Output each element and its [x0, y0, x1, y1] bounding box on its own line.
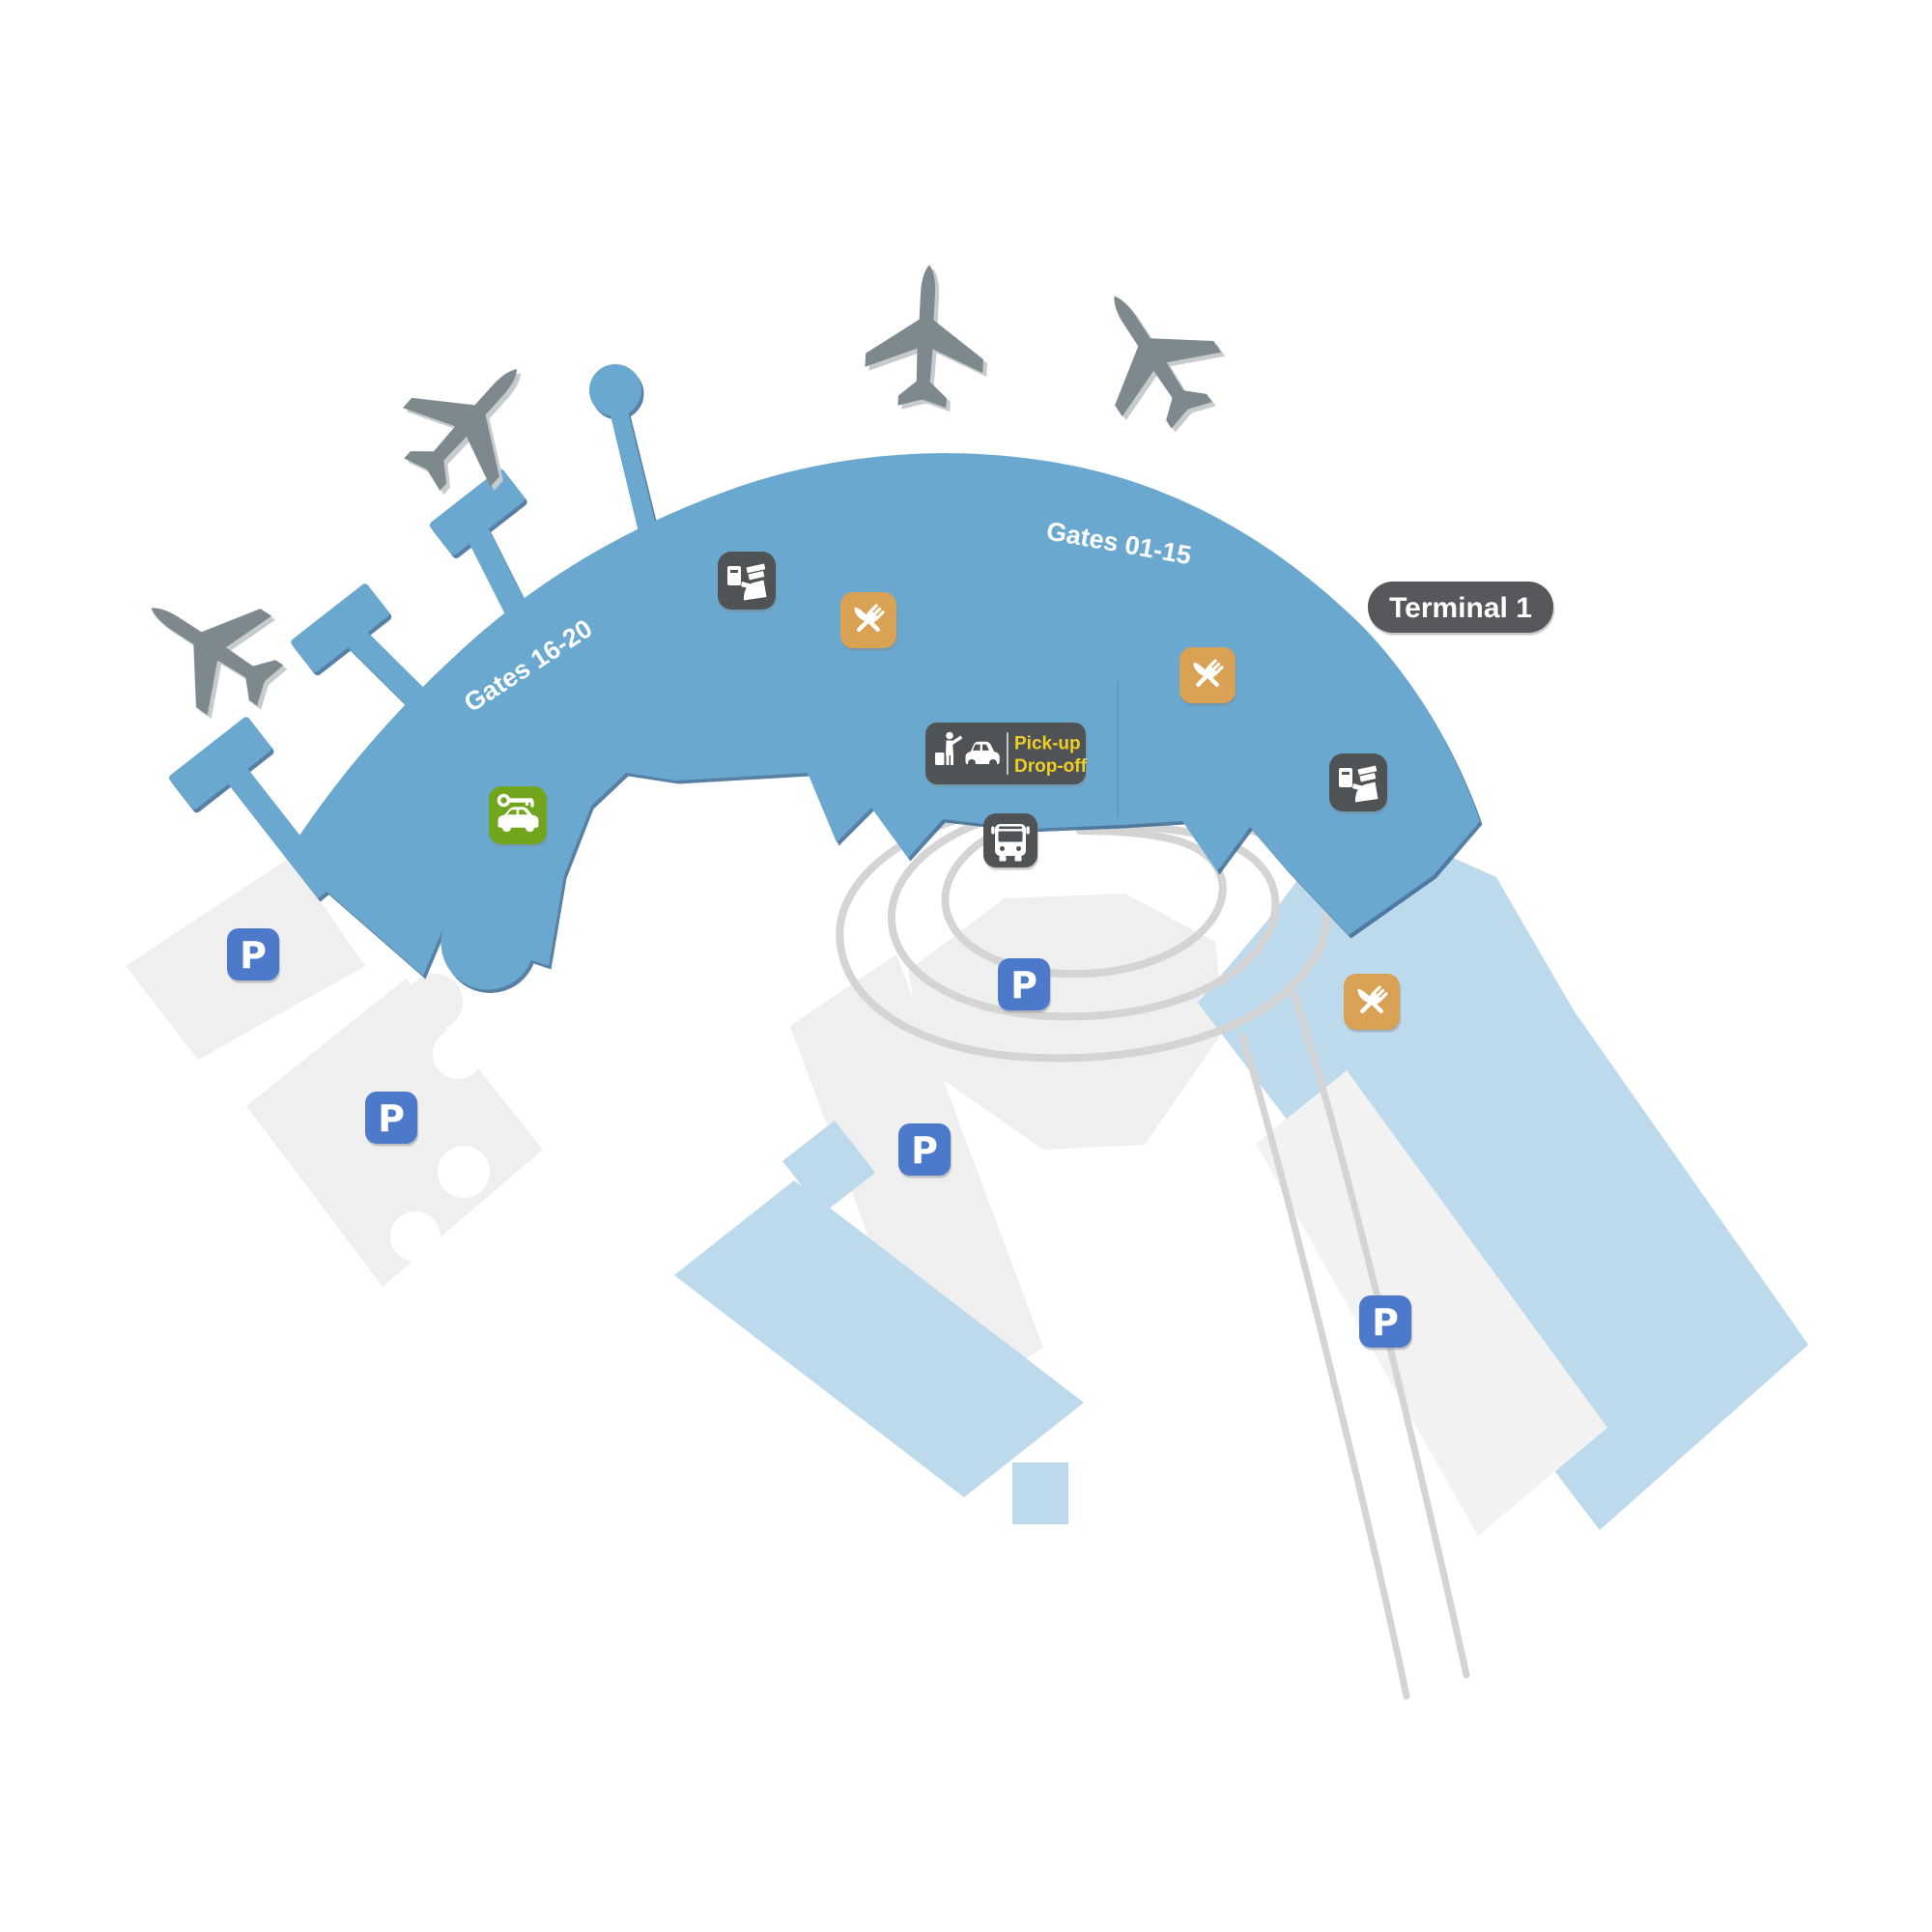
terminal-1-label: Terminal 1 — [1389, 592, 1532, 624]
car-rental-icon — [489, 786, 547, 844]
building — [782, 1121, 875, 1213]
taxi-pictogram — [935, 731, 1000, 767]
dropoff-label: Drop-off — [1014, 756, 1088, 777]
svg-text:P: P — [378, 1097, 405, 1140]
svg-text:P: P — [240, 934, 267, 977]
gate-pier — [291, 583, 449, 730]
building-stripe — [1256, 1070, 1607, 1536]
passport-control-icon — [1329, 753, 1387, 811]
parking-icon: P — [227, 928, 279, 980]
airplane-icon — [119, 558, 303, 735]
airport-buildings — [674, 837, 1808, 1530]
restaurant-icon — [1179, 647, 1236, 703]
gate-pier — [429, 469, 536, 634]
parking-icon: P — [998, 958, 1050, 1010]
gate-pier-round — [589, 364, 661, 553]
gate-pier — [169, 717, 337, 898]
terminal-building — [169, 364, 1480, 990]
terminal-1-badge: Terminal 1 — [1368, 582, 1553, 633]
road-loop — [941, 825, 1227, 979]
markers-layer: P P P P P — [227, 552, 1411, 1348]
pickup-dropoff-sign: Pick-up Drop-off — [925, 723, 1088, 784]
parking-icon: P — [365, 1092, 417, 1144]
parking-icon: P — [898, 1123, 951, 1176]
building — [674, 1180, 1084, 1497]
restaurant-icon — [840, 592, 896, 648]
parking-icon: P — [1359, 1295, 1411, 1348]
svg-text:P: P — [911, 1129, 938, 1172]
parking-structures — [126, 858, 1225, 1417]
restaurant-icon — [1344, 974, 1400, 1030]
airplane-icon — [1065, 264, 1241, 448]
parking-structure — [790, 954, 1043, 1417]
airplane-icon — [378, 329, 561, 515]
passport-control-icon — [718, 552, 776, 610]
svg-text:P: P — [1372, 1301, 1399, 1344]
pickup-label: Pick-up — [1014, 734, 1081, 754]
building — [1012, 1463, 1068, 1524]
airplane-icon — [863, 261, 988, 411]
terminal-concourse — [286, 453, 1480, 990]
svg-text:P: P — [1010, 964, 1037, 1007]
road-exit — [1238, 1032, 1410, 1700]
sign-divider — [1007, 732, 1009, 775]
bus-icon — [983, 813, 1037, 867]
